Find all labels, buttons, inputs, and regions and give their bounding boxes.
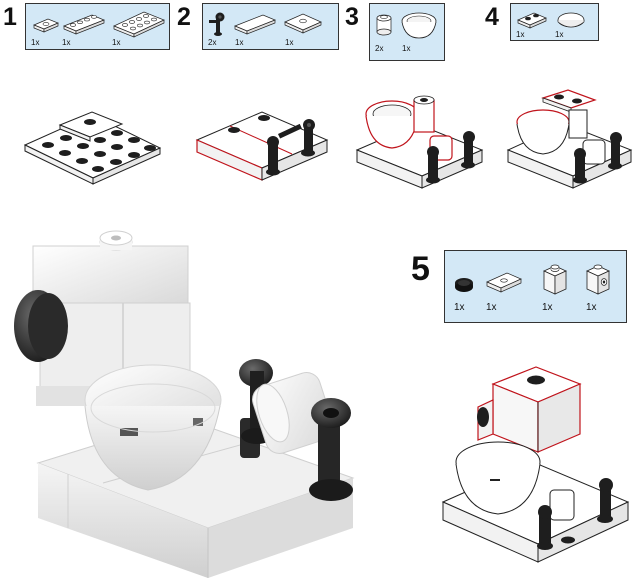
part-qty: 1x (555, 30, 564, 39)
part-round-brick-1x1 (376, 14, 392, 36)
build-step-5-image (441, 366, 630, 563)
part-tile-1x4 (234, 14, 276, 35)
part-qty: 1x (454, 302, 465, 313)
step-3-parts-box: 2x 1x (369, 3, 445, 61)
part-plate-1x2-jumper (33, 18, 59, 33)
part-round-tile-2x2 (557, 12, 585, 28)
part-brick-1x1 (543, 264, 567, 295)
build-step-1-image (23, 111, 162, 185)
step-5-number: 5 (411, 250, 430, 288)
part-qty: 1x (542, 302, 553, 313)
part-qty: 1x (486, 302, 497, 313)
part-plate-1x2-jumper (486, 272, 522, 293)
build-step-3-image (355, 95, 484, 189)
part-dish-bowl (401, 12, 437, 39)
part-qty: 1x (586, 302, 597, 313)
part-qty: 2x (208, 38, 217, 47)
step-5-parts-box: 1x 1x 1x 1x (444, 250, 627, 323)
part-qty: 1x (516, 30, 525, 39)
part-qty: 1x (112, 38, 121, 47)
part-qty: 1x (235, 38, 244, 47)
step-2-number: 2 (177, 3, 191, 31)
part-qty: 1x (402, 44, 411, 53)
part-plate-1x2 (517, 12, 547, 29)
part-qty: 1x (285, 38, 294, 47)
part-round-tile-1x1-black (455, 278, 473, 292)
part-bar-holder-clip (209, 12, 225, 36)
part-plate-2x4 (113, 11, 165, 38)
part-qty: 1x (62, 38, 71, 47)
final-toilet-model-image (14, 230, 355, 578)
build-step-2-image (195, 111, 329, 181)
build-step-4-image (506, 89, 633, 189)
step-4-parts-box: 1x 1x (510, 3, 599, 41)
step-1-parts-box: 1x 1x 1x (25, 3, 170, 50)
part-plate-2x2-jumper (284, 13, 322, 34)
step-3-number: 3 (345, 3, 359, 31)
part-brick-1x1-with-stud-side (586, 264, 610, 295)
step-4-number: 4 (485, 3, 499, 31)
step-1-number: 1 (3, 3, 17, 31)
part-qty: 2x (375, 44, 384, 53)
part-plate-1x4 (63, 14, 105, 35)
step-2-parts-box: 2x 1x 1x (202, 3, 339, 50)
part-qty: 1x (31, 38, 40, 47)
